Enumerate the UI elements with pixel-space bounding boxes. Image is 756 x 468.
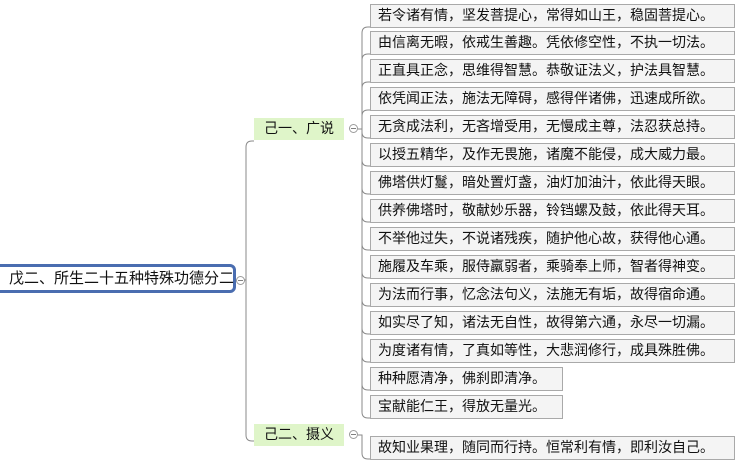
leaf-connector <box>358 109 370 130</box>
leaf-connector <box>358 53 370 130</box>
leaf-node[interactable]: 由信离无暇，依戒生善趣。凭依修空性，不执一切法。 <box>370 31 735 55</box>
branch-node-guangshuo[interactable]: 己一、广说 <box>254 118 344 140</box>
leaf-node[interactable]: 施履及车乘，服侍羸弱者，乘骑奉上师，智者得神变。 <box>370 255 735 279</box>
leaf-connector <box>358 128 370 363</box>
leaf-connector <box>358 128 370 391</box>
branch-node-sheyi[interactable]: 己二、摄义 <box>254 424 344 446</box>
root-node[interactable]: 戊二、所生二十五种特殊功德分二 <box>0 264 236 293</box>
leaf-connector <box>358 128 370 419</box>
leaf-connector <box>358 128 370 335</box>
leaf-node[interactable]: 为度诸有情，了真如等性，大悲润修行，成具殊胜佛。 <box>370 339 735 363</box>
leaf-connector <box>358 434 370 460</box>
leaf-node[interactable]: 正直具正念，思维得智慧。恭敬证法义，护法具智慧。 <box>370 59 735 83</box>
leaf-node[interactable]: 若令诸有情，坚发菩提心，常得如山王，稳固菩提心。 <box>370 4 735 28</box>
leaf-node[interactable]: 不举他过失，不说诸残疾，随护他心故，获得他心通。 <box>370 227 735 251</box>
leaf-connector <box>358 128 370 251</box>
leaf-connector <box>358 128 370 279</box>
leaf-node[interactable]: 为法而行事，忆念法句义，法施无有垢，故得宿命通。 <box>370 283 735 307</box>
leaf-node[interactable]: 依凭闻正法，施法无障碍，感得伴诸佛，迅速成所欲。 <box>370 87 735 111</box>
leaf-connector <box>358 128 370 307</box>
leaf-connector <box>358 128 370 139</box>
leaf-node[interactable]: 佛塔供灯鬘，暗处置灯盏，油灯加油汁，依此得天眼。 <box>370 171 735 195</box>
leaf-connector <box>358 26 370 130</box>
leaf-node[interactable]: 以授五精华，及作无畏施，诸魔不能侵，成大威力最。 <box>370 143 735 167</box>
leaf-node[interactable]: 故知业果理，随同而行持。恒常利有情，即利汝自己。 <box>370 436 735 460</box>
leaf-connector <box>358 128 370 167</box>
leaf-node[interactable]: 种种愿清净，佛刹即清净。 <box>370 367 563 391</box>
leaf-connector <box>358 128 370 195</box>
leaf-node[interactable]: 如实尽了知，诸法无自性，故得第六通，永尽一切漏。 <box>370 311 735 335</box>
leaf-node[interactable]: 宝献能仁王，得放无量光。 <box>370 395 563 419</box>
branch-connector <box>245 280 254 442</box>
leaf-connector <box>358 81 370 130</box>
leaf-node[interactable]: 无贪成法利，无吝增受用，无慢成主尊，法忍获总持。 <box>370 115 735 139</box>
collapse-toggle-icon[interactable] <box>349 124 358 133</box>
collapse-toggle-icon[interactable] <box>236 276 245 285</box>
leaf-node[interactable]: 供养佛塔时，敬献妙乐器，铃铛螺及鼓，依此得天耳。 <box>370 199 735 223</box>
branch-connector <box>245 140 254 280</box>
leaf-connector <box>358 128 370 223</box>
collapse-toggle-icon[interactable] <box>349 430 358 439</box>
